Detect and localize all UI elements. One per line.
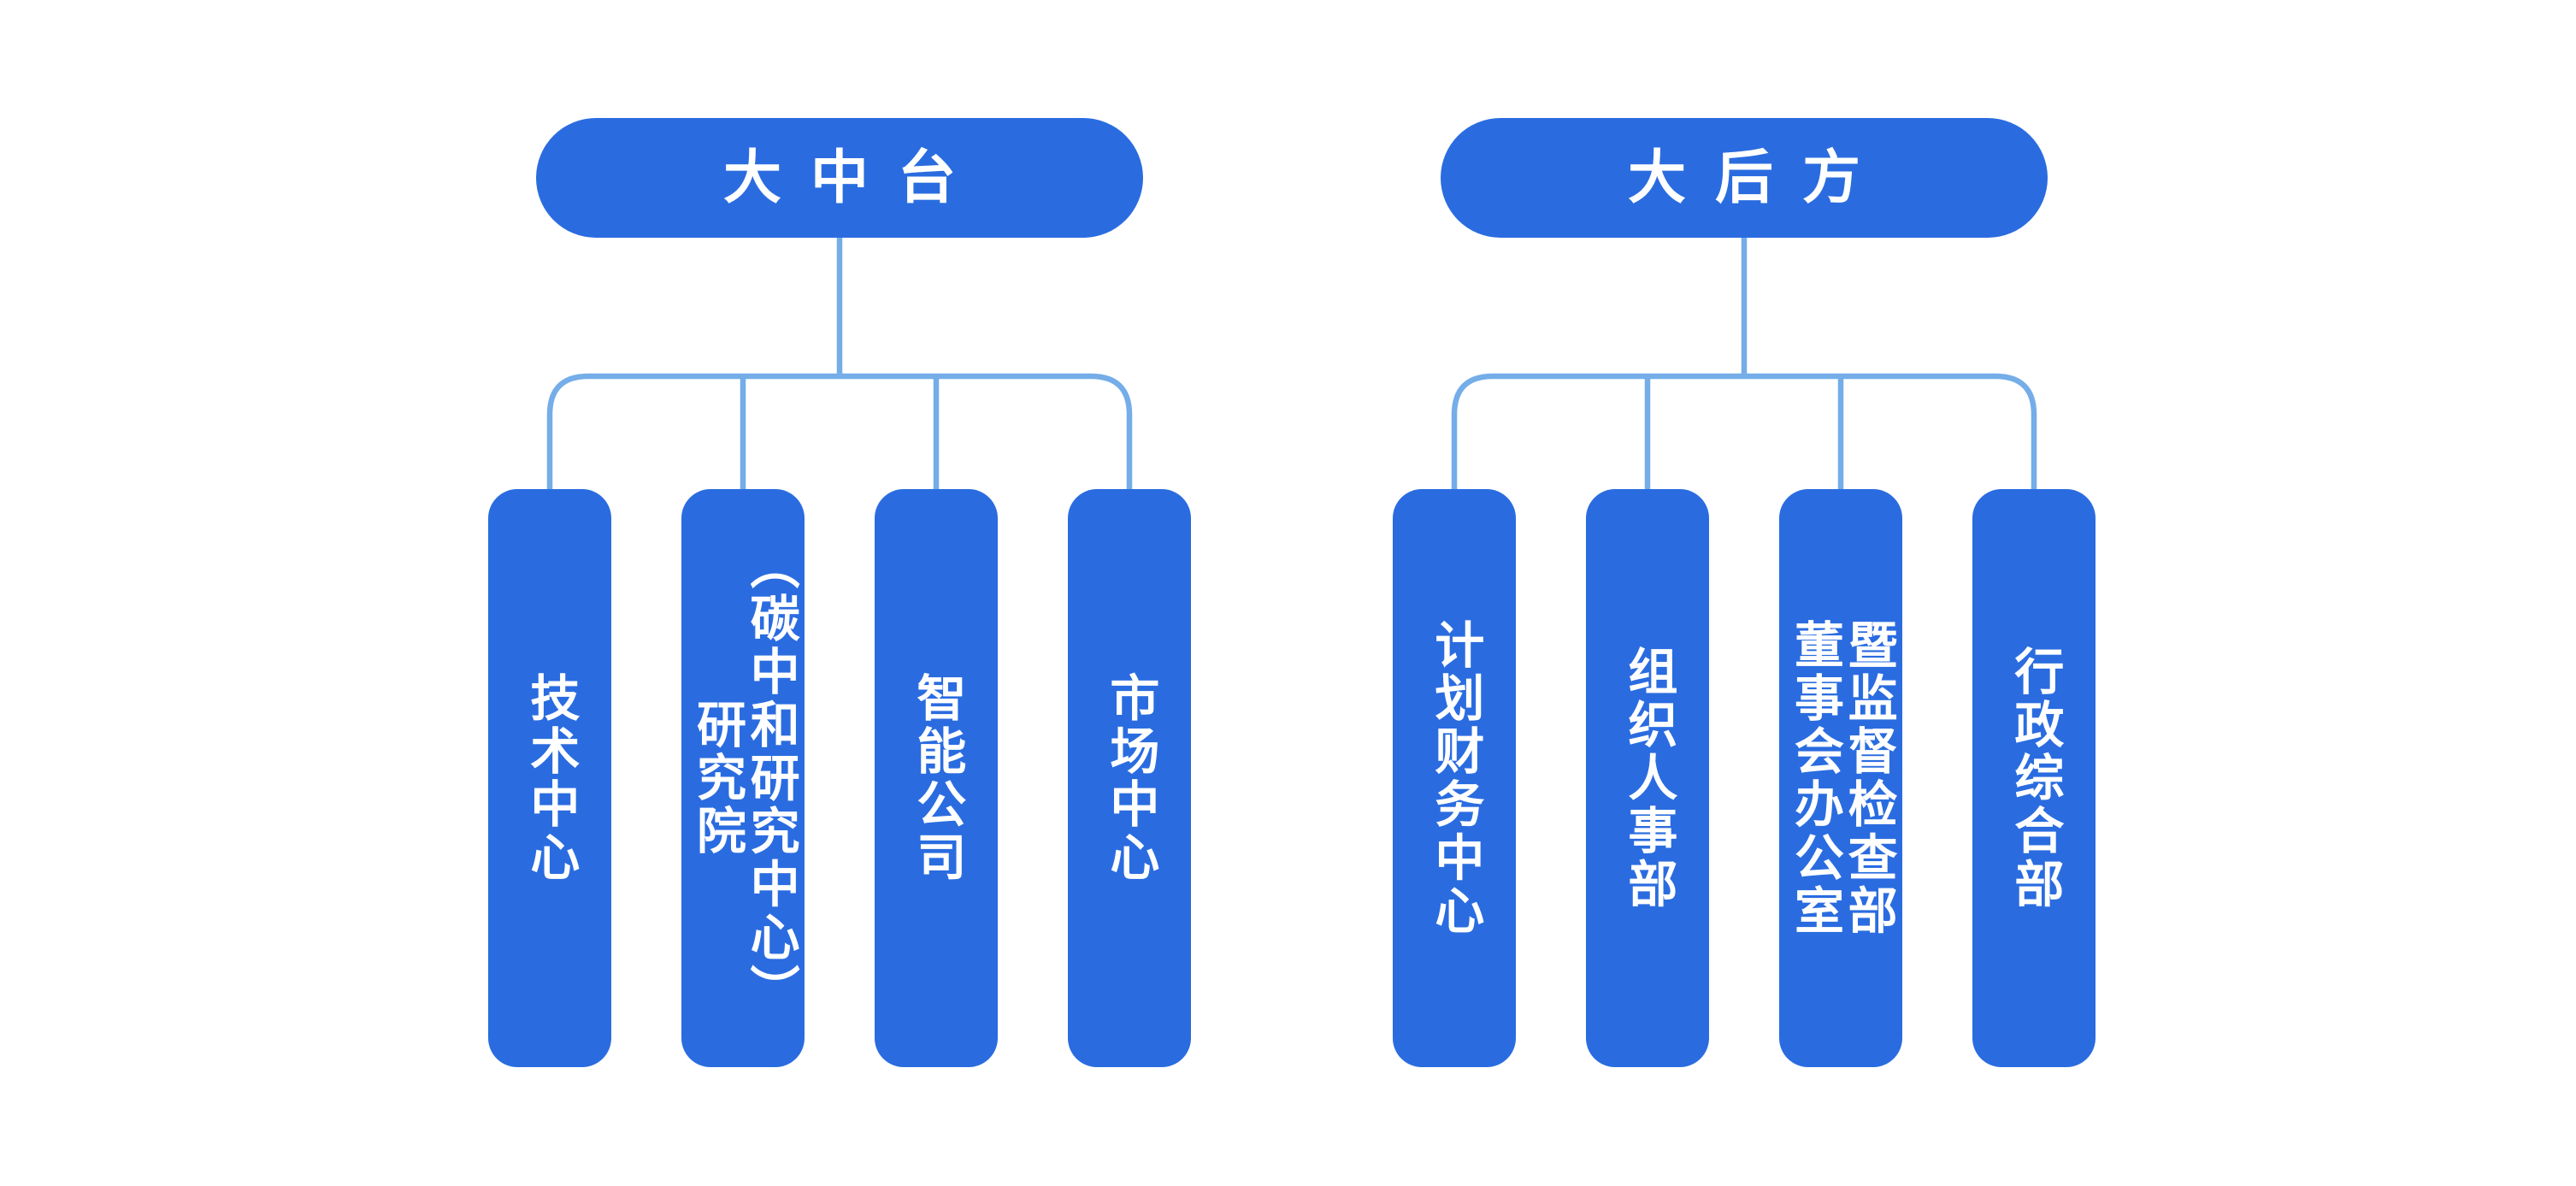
node-label: 行政综合部 xyxy=(2007,645,2063,912)
node-label: 大后方 xyxy=(1627,145,1889,210)
group-da-hou-fang: 大后方 计划财务中心 组织人事部 董事会办公室 暨监督检查部 行政综合部 xyxy=(1393,118,2096,1067)
node-label: 董事会办公室 暨监督检查部 xyxy=(1787,618,1896,938)
node-jishu-zhongxin[interactable]: 技术中心 xyxy=(488,489,611,1067)
children-row: 计划财务中心 组织人事部 董事会办公室 暨监督检查部 行政综合部 xyxy=(1393,489,2096,1067)
group-da-zhong-tai: 大中台 技术中心 研究院 （碳中和研究中心） 智能公司 市场中心 xyxy=(488,118,1191,1067)
node-dongshihui-bangongshi[interactable]: 董事会办公室 暨监督检查部 xyxy=(1779,489,1902,1067)
node-label: 研究院 （碳中和研究中心） xyxy=(689,539,799,1018)
connector-bus xyxy=(1451,373,2037,489)
node-da-hou-fang[interactable]: 大后方 xyxy=(1441,118,2048,238)
children-row: 技术中心 研究院 （碳中和研究中心） 智能公司 市场中心 xyxy=(488,489,1191,1067)
node-shichang-zhongxin[interactable]: 市场中心 xyxy=(1068,489,1191,1067)
connector-bus xyxy=(546,373,1133,489)
node-label: 技术中心 xyxy=(522,671,579,885)
node-label: 组织人事部 xyxy=(1620,645,1677,912)
node-xingzheng-zonghe-bu[interactable]: 行政综合部 xyxy=(1972,489,2096,1067)
node-zhineng-gongsi[interactable]: 智能公司 xyxy=(875,489,998,1067)
node-zuzhi-renshi-bu[interactable]: 组织人事部 xyxy=(1586,489,1709,1067)
node-jihua-caiwu-zhongxin[interactable]: 计划财务中心 xyxy=(1393,489,1516,1067)
connector-lines xyxy=(1451,238,2037,489)
node-label: 大中台 xyxy=(722,145,985,210)
node-yanjiuyuan[interactable]: 研究院 （碳中和研究中心） xyxy=(681,489,805,1067)
node-label: 智能公司 xyxy=(909,671,965,885)
node-label: 计划财务中心 xyxy=(1427,618,1483,938)
node-label: 市场中心 xyxy=(1102,671,1158,885)
node-da-zhong-tai[interactable]: 大中台 xyxy=(536,118,1143,238)
connector-lines xyxy=(546,238,1133,489)
